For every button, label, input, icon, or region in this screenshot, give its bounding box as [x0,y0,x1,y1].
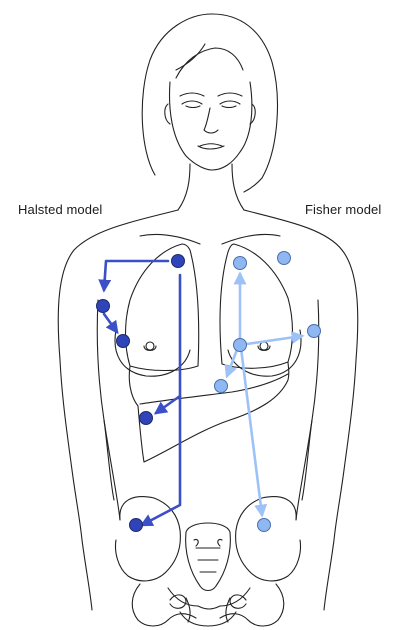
halsted-arrow-axilla-down [104,314,117,332]
liver [129,362,289,462]
fisher-node-liver [215,380,228,393]
fisher-node-pelvis [258,519,271,532]
halsted-paths [104,261,180,525]
mouth [198,146,224,149]
halsted-node-primary [172,255,185,268]
halsted-node-axilla-lower [117,335,130,348]
fisher-nodes [215,252,321,532]
fisher-node-upper-lung [234,257,247,270]
pelvis-right-ilium [236,497,301,581]
left-eye [182,101,202,104]
halsted-node-liver [140,412,153,425]
halsted-node-axilla-upper [97,300,110,313]
right-eye [220,101,240,104]
sacrum [186,523,231,591]
left-lung [126,244,199,371]
hair-part [176,44,205,70]
neck [178,164,190,210]
fisher-node-right-lung [278,252,291,265]
halsted-node-pelvis [130,519,143,532]
fisher-arrow-down-pelvis [241,348,262,515]
fisher-node-primary [234,339,247,352]
halsted-nodes [97,255,185,532]
pubis [168,588,250,609]
halsted-arrow-to-liver [156,396,180,413]
hair-inner-left [176,48,243,78]
hair [142,14,277,192]
nose [204,108,218,133]
body-outline [58,14,358,626]
fisher-node-axilla [308,325,321,338]
